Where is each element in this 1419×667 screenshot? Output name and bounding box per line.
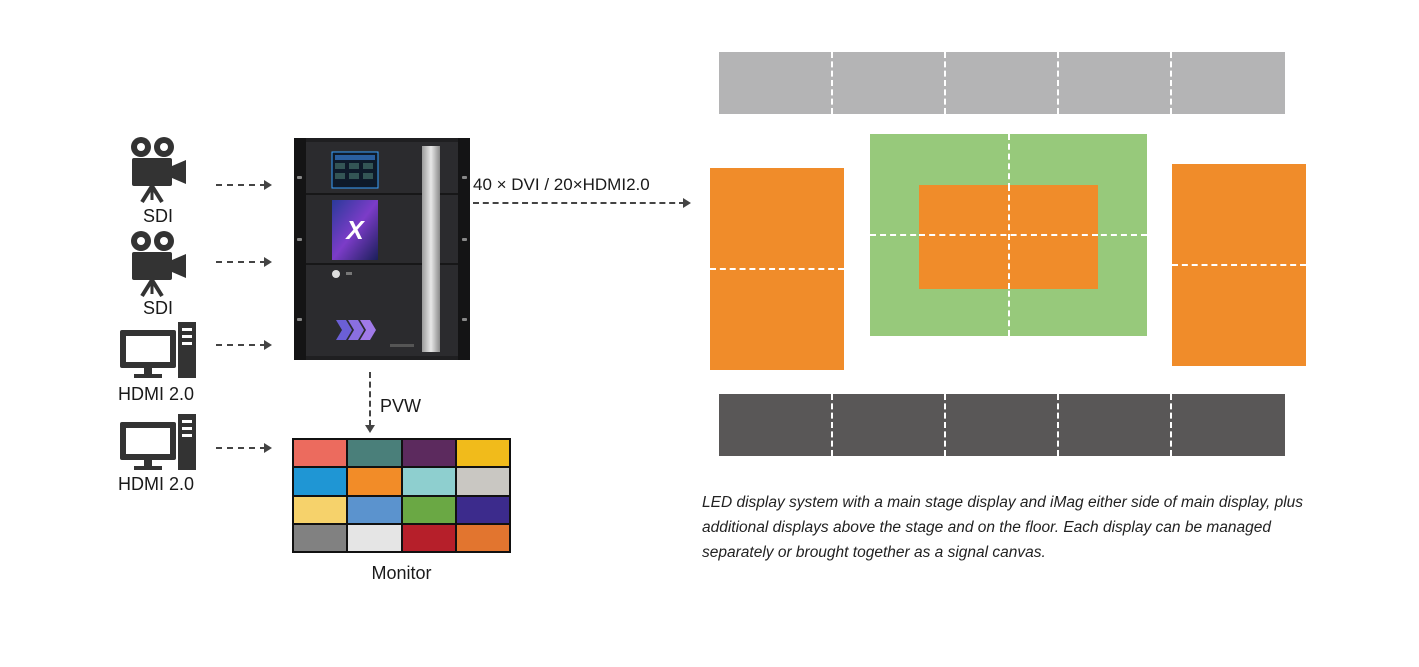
monitor-tile	[402, 496, 455, 523]
monitor-tile	[294, 468, 347, 495]
input-label: HDMI 2.0	[117, 474, 195, 494]
monitor-tile	[294, 440, 347, 467]
monitor-tile	[456, 496, 509, 523]
input-arrow	[216, 257, 272, 267]
input-arrow	[216, 180, 272, 190]
floor-led-display	[719, 394, 1285, 456]
computer-icon	[118, 412, 198, 472]
monitor-tile	[348, 524, 401, 551]
monitor-tile	[294, 524, 347, 551]
monitor-tile	[402, 468, 455, 495]
computer-icon	[118, 320, 198, 380]
svg-text:X: X	[344, 215, 365, 245]
video-camera-icon	[128, 134, 188, 204]
monitor-tile	[348, 496, 401, 523]
monitor-tile	[402, 524, 455, 551]
output-arrow	[473, 198, 691, 208]
preview-arrow	[365, 372, 375, 433]
right-imag-display	[1172, 164, 1306, 366]
monitor-tile	[348, 468, 401, 495]
monitor-label: Monitor	[371, 563, 432, 583]
input-label: HDMI 2.0	[117, 384, 195, 404]
top-led-display	[719, 52, 1285, 114]
output-label: 40 × DVI / 20×HDMI2.0	[473, 175, 650, 194]
preview-label: PVW	[380, 396, 422, 416]
monitor-tile	[402, 440, 455, 467]
monitor-tile	[348, 440, 401, 467]
monitor-tile	[456, 468, 509, 495]
video-processor-icon: X	[294, 138, 470, 360]
video-camera-icon	[128, 228, 188, 298]
input-arrow	[216, 340, 272, 350]
diagram-caption: LED display system with a main stage dis…	[702, 494, 1304, 561]
input-label: SDI	[142, 298, 173, 318]
left-imag-display	[710, 168, 844, 370]
monitor-tile	[456, 524, 509, 551]
monitor-multiview	[292, 438, 511, 553]
input-arrow	[216, 443, 272, 453]
center-window-display	[919, 185, 1098, 289]
monitor-tile	[456, 440, 509, 467]
input-label: SDI	[142, 206, 173, 226]
monitor-tile	[294, 496, 347, 523]
